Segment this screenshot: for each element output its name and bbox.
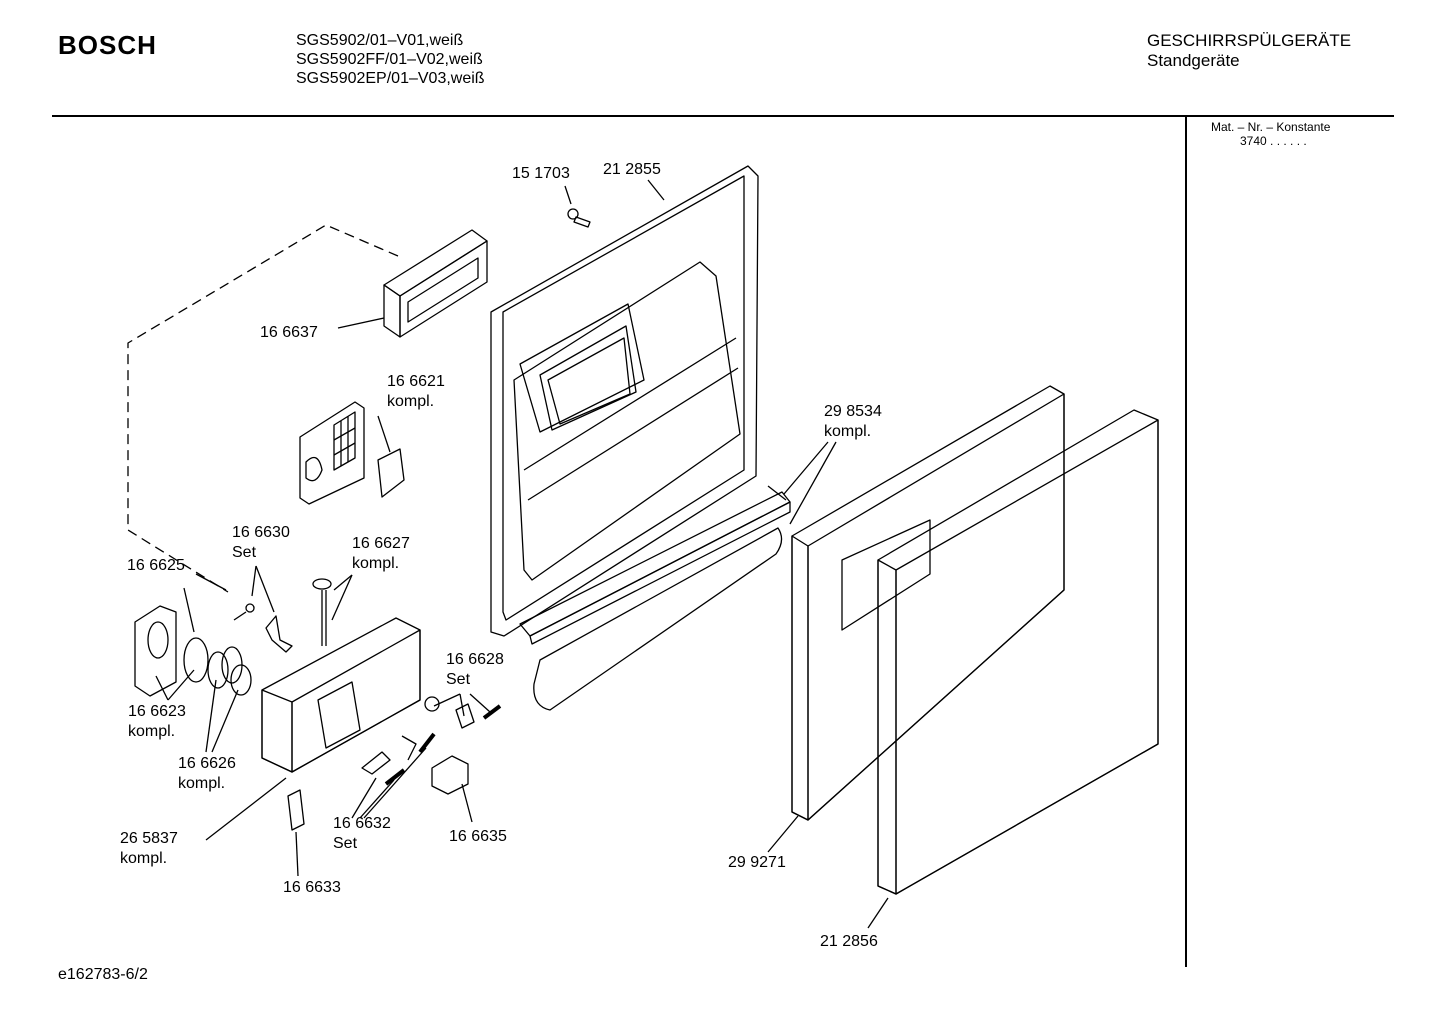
model-list: SGS5902/01–V01,weiß SGS5902FF/01–V02,wei…: [296, 31, 485, 88]
mat-nr-block: Mat. – Nr. – Konstante 3740 . . . . . .: [1211, 120, 1330, 148]
part-ring: [183, 637, 209, 683]
brand-logo: BOSCH: [58, 30, 157, 60]
category-title: GESCHIRRSPÜLGERÄTE: [1147, 31, 1352, 50]
part-label-166637: 16 6637: [260, 324, 318, 341]
part-vent-assembly: [299, 401, 405, 505]
part-knob: [207, 646, 252, 696]
part-label-212855: 21 2855: [603, 161, 661, 178]
category-subtitle: Standgeräte: [1147, 51, 1240, 70]
part-frame-seal: [383, 229, 488, 338]
part-spring-set: [424, 696, 502, 729]
document-code: e162783-6/2: [58, 966, 148, 983]
part-screw: [567, 208, 591, 228]
mat-nr-value: 3740 . . . . . .: [1240, 134, 1307, 148]
model-line: SGS5902EP/01–V03,weiß: [296, 70, 485, 87]
part-front-panel: [841, 409, 1159, 895]
header-rule: [52, 115, 1394, 117]
part-label-166625: 16 6625: [127, 557, 185, 574]
assembly-dashed-line: [127, 224, 399, 593]
sidebar-divider: [1185, 117, 1187, 967]
part-lever-set: [233, 603, 293, 653]
part-switch: [431, 755, 469, 795]
part-inner-door: [490, 165, 759, 637]
part-spring-set-2: [361, 732, 436, 786]
part-outer-panel: [791, 385, 1065, 821]
part-label-212856: 21 2856: [820, 933, 878, 950]
category-block: GESCHIRRSPÜLGERÄTE Standgeräte: [1147, 31, 1351, 71]
model-line: SGS5902FF/01–V02,weiß: [296, 51, 483, 68]
part-clip: [287, 789, 305, 831]
mat-nr-label: Mat. – Nr. – Konstante: [1211, 120, 1331, 134]
leader-lines: [155, 179, 889, 929]
model-line: SGS5902/01–V01,weiß: [296, 32, 464, 49]
part-valve-pin: [312, 578, 332, 646]
part-label-299271: 29 9271: [728, 854, 786, 871]
part-label-166635: 16 6635: [449, 828, 507, 845]
part-control-housing: [261, 617, 421, 773]
part-label-166633: 16 6633: [283, 879, 341, 896]
part-label-151703: 15 1703: [512, 165, 570, 182]
part-hinge-strip: [519, 485, 791, 711]
part-handle: [134, 605, 177, 697]
